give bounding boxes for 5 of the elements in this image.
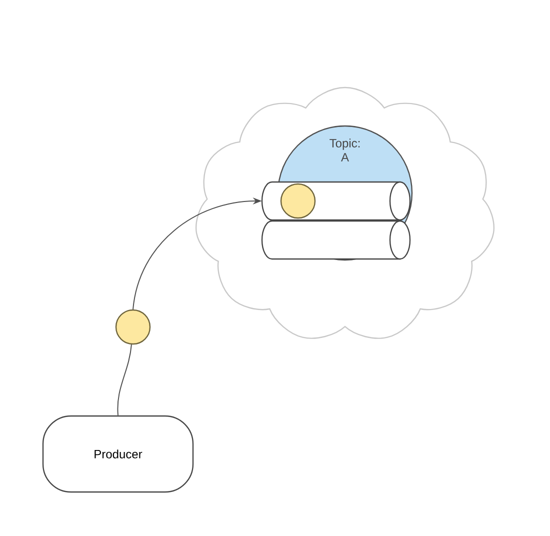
partition-cylinder [261,220,411,260]
message-circle [280,183,316,219]
cloud-shape [196,86,494,339]
message-circle [115,309,151,345]
producer-box: Producer [42,415,194,493]
